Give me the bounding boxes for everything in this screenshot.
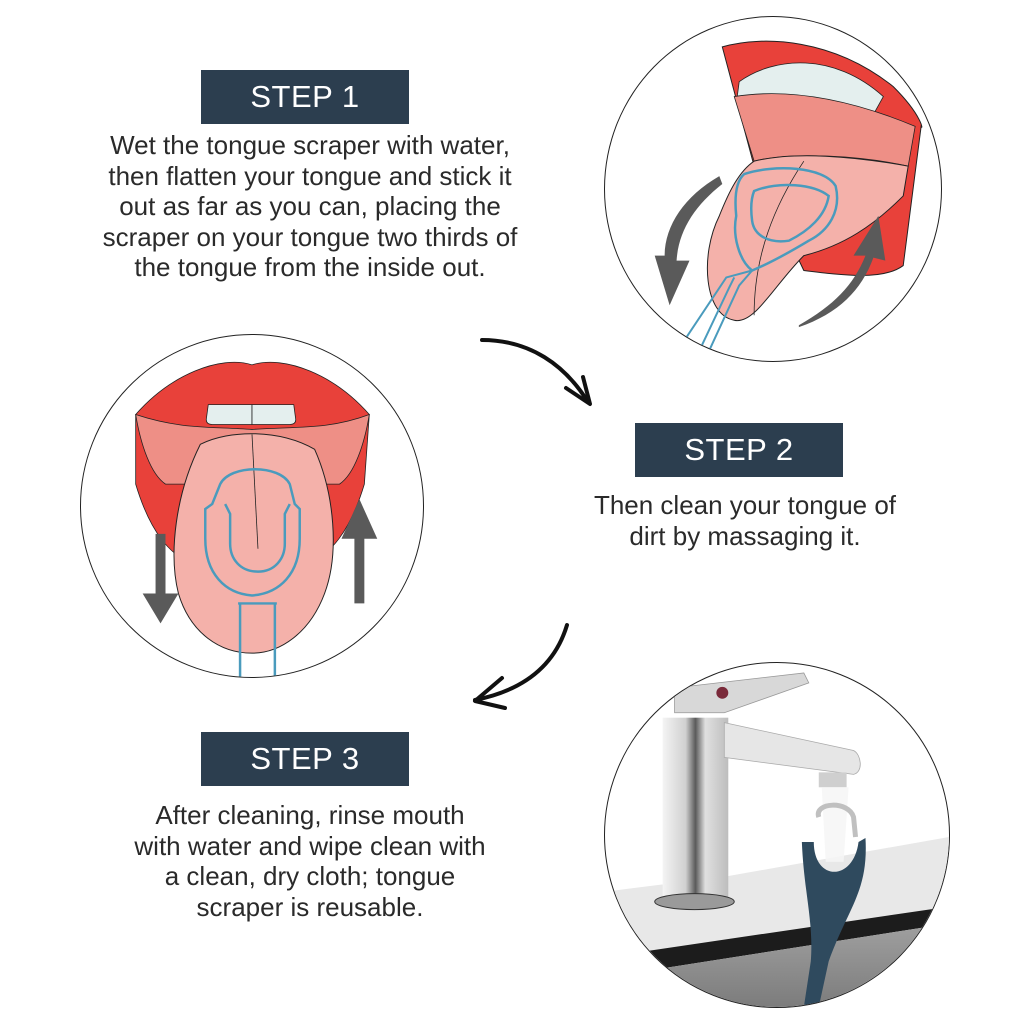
faucet-rinsing-scraper-icon — [605, 672, 949, 1007]
step-3-illustration — [604, 662, 950, 1008]
tongue-front-view-icon — [135, 361, 378, 677]
step-1-illustration — [604, 16, 942, 362]
step-2-line: dirt by massaging it. — [629, 520, 861, 551]
step-3-label: STEP 3 — [250, 741, 360, 776]
curved-arrow-down-right-icon — [480, 338, 592, 406]
step-1-line: Wet the tongue scraper with water, — [110, 130, 510, 160]
step-2-line: Then clean your tongue of — [593, 490, 897, 520]
step-2-badge: STEP 2 — [635, 423, 843, 477]
step-3-badge: STEP 3 — [201, 732, 409, 786]
tongue-side-view-icon — [654, 40, 923, 361]
step-2-description: Then clean your tongue of dirt by massag… — [540, 490, 950, 551]
step-1-badge: STEP 1 — [201, 70, 409, 124]
curved-arrow-down-left-icon — [473, 623, 569, 710]
step-1-line: the tongue from the inside out. — [134, 252, 486, 282]
step-3-line: with water and wipe clean with — [134, 830, 486, 861]
step-3-line: a clean, dry cloth; tongue — [164, 861, 456, 891]
step-1-line: out as far as you can, placing the — [119, 191, 501, 221]
step-3-description: After cleaning, rinse mouth with water a… — [80, 800, 540, 922]
step-3-line: scraper is reusable. — [196, 891, 424, 922]
step-1-description: Wet the tongue scraper with water, then … — [55, 130, 565, 283]
step-3-line: After cleaning, rinse mouth — [155, 800, 465, 830]
step-2-label: STEP 2 — [684, 432, 794, 467]
step-1-line: then flatten your tongue and stick it — [108, 160, 512, 191]
step-2-illustration — [80, 334, 424, 678]
step-1-label: STEP 1 — [250, 79, 360, 114]
step-1-line: scraper on your tongue two thirds of — [102, 221, 518, 252]
